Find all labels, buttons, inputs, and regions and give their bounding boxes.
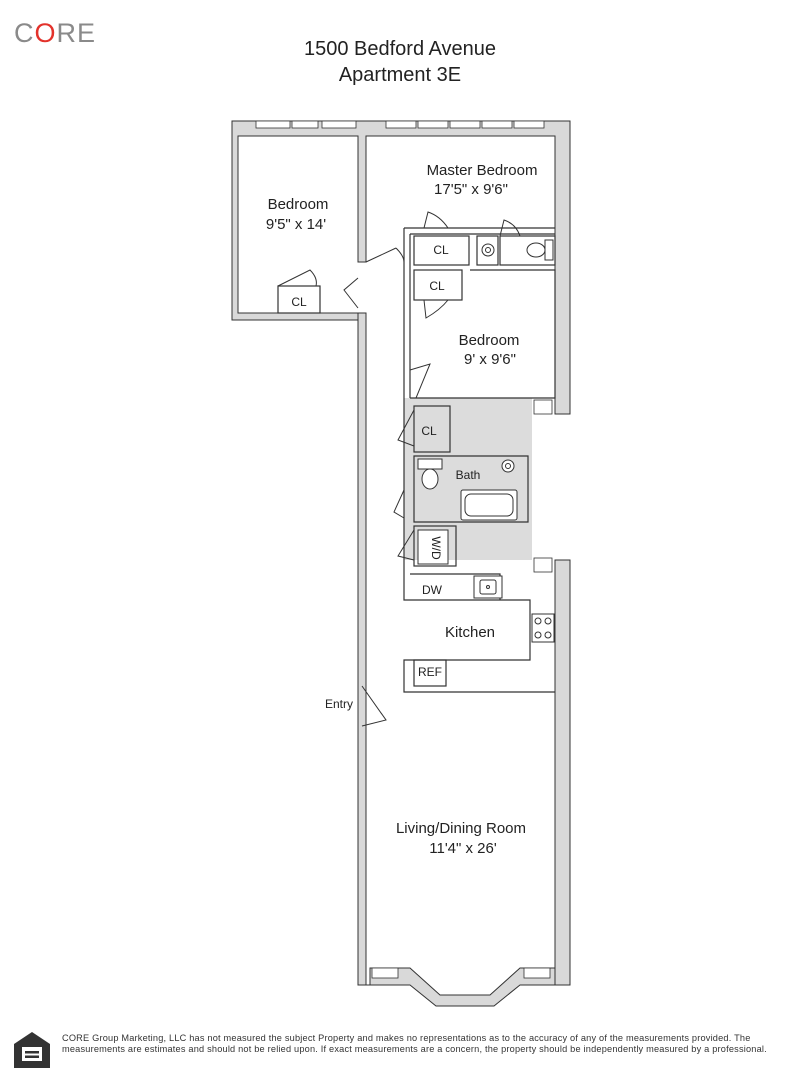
stove-icon	[531, 613, 555, 643]
washer-dryer-label: W/D	[429, 536, 443, 560]
disclaimer-text: CORE Group Marketing, LLC has not measur…	[62, 1033, 767, 1054]
address-title: 1500 Bedford Avenue	[303, 38, 497, 60]
closet-label: CL	[291, 295, 307, 309]
closet-label: CL	[421, 424, 437, 438]
floor-plan: Bedroom 9'5" x 14' Master Bedroom 17'5" …	[231, 120, 571, 1007]
unit-title: Apartment 3E	[338, 64, 462, 86]
fixture-labels: CL CL CL CL Bath W/D DW REF Entry	[291, 243, 480, 711]
bedroom-left-name: Bedroom	[268, 196, 329, 213]
toilet-icon	[526, 242, 546, 258]
closet-label: CL	[429, 279, 445, 293]
bedroom-mid-size: 9' x 9'6"	[464, 351, 516, 368]
washer-dryer-icon	[417, 529, 449, 565]
master-bedroom-name: Master Bedroom	[427, 162, 538, 179]
core-logo: CORE	[14, 18, 97, 48]
doors	[277, 211, 521, 727]
kitchen-name: Kitchen	[445, 624, 495, 641]
bath-label: Bath	[456, 468, 481, 482]
exterior-walls	[231, 120, 571, 1007]
refrigerator-label: REF	[418, 665, 442, 679]
equal-housing-icon	[14, 1032, 50, 1068]
bedroom-left-size: 9'5" x 14'	[266, 216, 326, 233]
closet-label: CL	[433, 243, 449, 257]
bedroom-mid-name: Bedroom	[459, 332, 520, 349]
master-bedroom-size: 17'5" x 9'6"	[434, 181, 508, 198]
windows	[255, 120, 553, 979]
bath-toilet-icon	[421, 468, 439, 490]
bath-sink-icon	[417, 458, 443, 470]
dishwasher-label: DW	[422, 583, 443, 597]
room-labels: Bedroom 9'5" x 14' Master Bedroom 17'5" …	[266, 162, 538, 857]
living-size: 11'4" x 26'	[429, 840, 497, 857]
entry-label: Entry	[325, 697, 353, 711]
interior-walls	[277, 227, 556, 693]
fixtures	[417, 239, 555, 643]
living-name: Living/Dining Room	[396, 820, 526, 837]
